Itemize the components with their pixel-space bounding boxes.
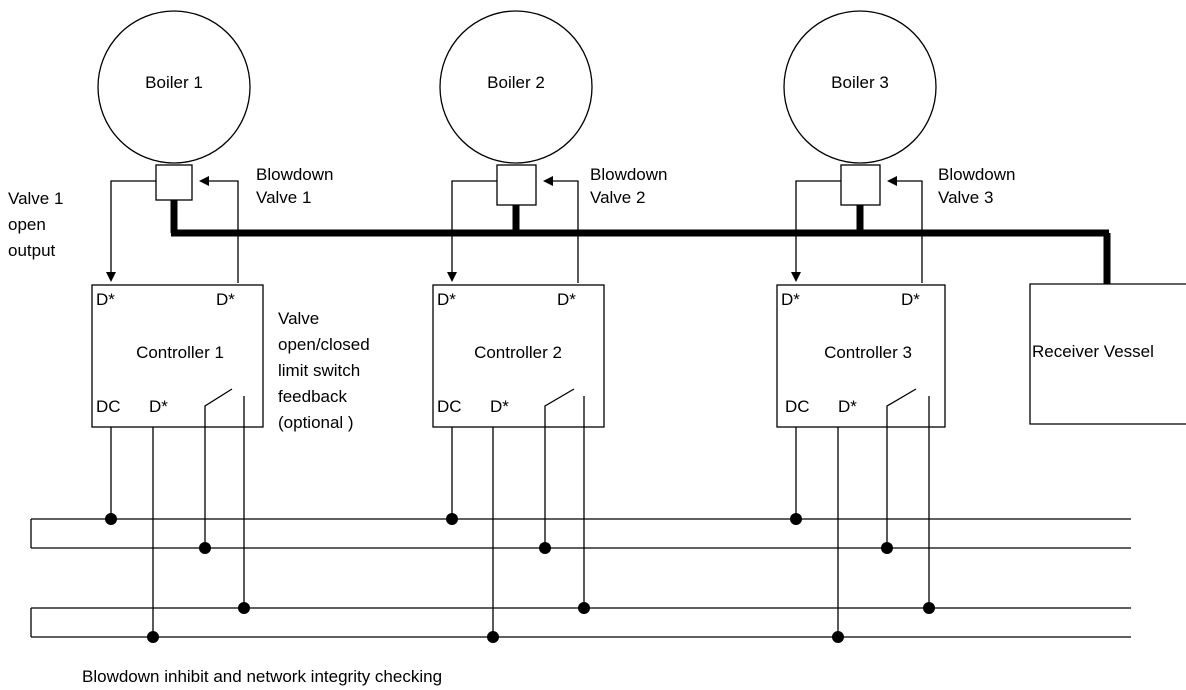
- junction-dot: [832, 631, 844, 643]
- blowdown-valve-2-label-line1: Blowdown: [590, 165, 668, 184]
- valve-3-open-output-line: [791, 180, 841, 282]
- valve-open-output-line1: Valve 1: [8, 189, 63, 208]
- junction-dot: [487, 631, 499, 643]
- feedback-note-line5: (optional ): [278, 413, 354, 432]
- valve-open-output-line3: output: [8, 241, 56, 260]
- blowdown-valve-3-label-line2: Valve 3: [938, 188, 993, 207]
- controller-1-limit-switch-symbol: [204, 388, 233, 427]
- controller-2-limit-switch-symbol: [544, 388, 575, 427]
- junction-dot: [105, 513, 117, 525]
- controller-1-label: Controller 1: [136, 343, 224, 362]
- valve-2-feedback-line: [543, 176, 579, 283]
- controller-3-terminal-d-star-bottom: D*: [838, 397, 857, 416]
- controller-1-box: [91, 284, 264, 428]
- valve-open-output-annotation: Valve 1 open output: [8, 189, 63, 260]
- receiver-vessel: [1029, 283, 1186, 425]
- boiler-3-vessel: [783, 10, 937, 164]
- valve-3-feedback-line: [887, 176, 923, 283]
- feedback-note-line3: limit switch: [278, 361, 360, 380]
- valve-2-open-output-line: [447, 180, 497, 282]
- valve-1-open-output-line: [106, 180, 156, 282]
- blowdown-valve-3: [840, 164, 881, 206]
- controller-2-terminal-d-star-bottom: D*: [490, 397, 509, 416]
- blowdown-valve-2: [496, 164, 537, 206]
- boiler-unit-2: Boiler 2 Blowdown Valve 2 D* D* Controll…: [432, 10, 668, 428]
- bottom-caption: Blowdown inhibit and network integrity c…: [82, 667, 442, 686]
- controller-3-label: Controller 3: [824, 343, 912, 362]
- junction-dot: [238, 602, 250, 614]
- junction-dot: [881, 542, 893, 554]
- blowdown-valve-1-label-line1: Blowdown: [256, 165, 334, 184]
- limit-switch-feedback-annotation: Valve open/closed limit switch feedback …: [278, 309, 370, 432]
- junction-dot: [578, 602, 590, 614]
- junction-dot: [147, 631, 159, 643]
- bus-junctions: [105, 513, 935, 643]
- controller-3-terminal-d-star-right: D*: [901, 290, 920, 309]
- controller-3-limit-switch-symbol: [886, 388, 917, 427]
- boiler-2-label: Boiler 2: [487, 73, 545, 92]
- boiler-unit-3: Boiler 3 Blowdown Valve 3 D* D* Controll…: [776, 10, 1016, 428]
- boiler-1-vessel: [97, 10, 251, 164]
- feedback-note-line2: open/closed: [278, 335, 370, 354]
- boiler-1-label: Boiler 1: [145, 73, 203, 92]
- controller-3-box: [776, 284, 946, 428]
- controller-2-label: Controller 2: [474, 343, 562, 362]
- controller-3-terminal-d-star-left: D*: [781, 290, 800, 309]
- valve-open-output-line2: open: [8, 215, 46, 234]
- boiler-3-label: Boiler 3: [831, 73, 889, 92]
- controller-1-terminal-d-star-left: D*: [96, 290, 115, 309]
- controller-2-terminal-d-star-left: D*: [437, 290, 456, 309]
- feedback-note-line4: feedback: [278, 387, 347, 406]
- blowdown-header-pipe: [170, 200, 1111, 284]
- controller-2-terminal-d-star-right: D*: [557, 290, 576, 309]
- controller-1-terminal-d-star-right: D*: [216, 290, 235, 309]
- junction-dot: [199, 542, 211, 554]
- blowdown-valve-1-label-line2: Valve 1: [256, 188, 311, 207]
- boiler-unit-1: Boiler 1 Blowdown Valve 1 D* D* Controll…: [91, 10, 334, 428]
- controller-2-terminal-dc: DC: [437, 397, 462, 416]
- receiver-vessel-label: Receiver Vessel: [1032, 342, 1154, 361]
- junction-dot: [446, 513, 458, 525]
- controller-bus-drops: [110, 427, 930, 637]
- controller-1-terminal-d-star-bottom: D*: [149, 397, 168, 416]
- junction-dot: [539, 542, 551, 554]
- blowdown-valve-2-label-line2: Valve 2: [590, 188, 645, 207]
- boiler-2-vessel: [439, 10, 593, 164]
- junction-dot: [790, 513, 802, 525]
- blowdown-valve-3-label-line1: Blowdown: [938, 165, 1016, 184]
- controller-1-terminal-dc: DC: [96, 397, 121, 416]
- network-bus-loop-upper: [30, 518, 1131, 549]
- blowdown-valve-1: [155, 164, 193, 201]
- controller-3-terminal-dc: DC: [785, 397, 810, 416]
- controller-2-box: [432, 284, 605, 428]
- valve-1-feedback-line: [199, 176, 239, 283]
- junction-dot: [923, 602, 935, 614]
- feedback-note-line1: Valve: [278, 309, 319, 328]
